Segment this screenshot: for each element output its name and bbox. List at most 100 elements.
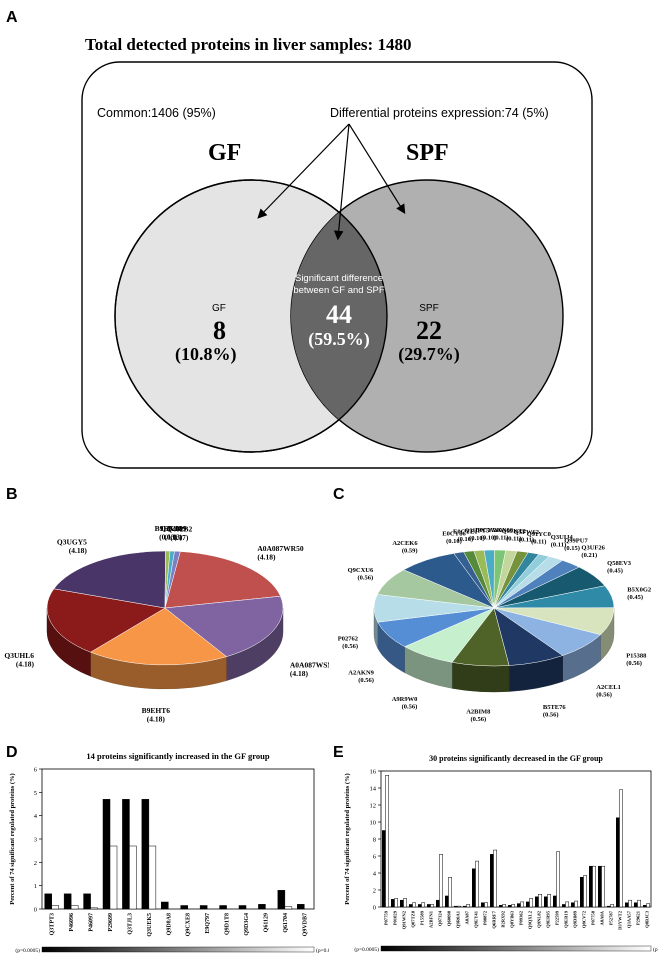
bar xyxy=(400,899,404,908)
bar xyxy=(394,898,398,908)
x-tick-label: Q3TJL3 xyxy=(127,913,133,935)
bar xyxy=(610,904,614,908)
gradient-left-label: (p=0.0005) xyxy=(15,947,40,954)
bar xyxy=(70,905,79,910)
x-tick-label: Q9R0A1 xyxy=(456,910,461,928)
bar xyxy=(466,904,470,908)
y-tick-label: 0 xyxy=(34,907,37,914)
bar xyxy=(219,905,227,910)
x-tick-label: P01029 xyxy=(393,910,398,925)
pie-slice-label: P15388 xyxy=(626,652,647,659)
chart-title: 30 proteins significantly decreased in t… xyxy=(429,754,603,763)
x-tick-label: Q3AA57 xyxy=(627,910,632,928)
gf-percent: (10.8%) xyxy=(175,344,237,365)
bar xyxy=(553,895,557,908)
bar xyxy=(589,865,593,908)
bar xyxy=(643,905,647,908)
pie-slice-value: (0.56) xyxy=(358,574,374,581)
bar xyxy=(445,895,449,908)
panel-c-pie: C Q3UPY5(0.10)E0CYW0(0.10)A2KX06(0.11)Q9… xyxy=(333,486,651,723)
bar xyxy=(141,799,150,910)
x-tick-label: Q9D1T8 xyxy=(225,913,231,935)
pie-slice-label: A2KX06 xyxy=(489,527,514,534)
plot-frame xyxy=(41,768,315,910)
x-tick-label: Q9CXE8 xyxy=(186,913,192,936)
overlap-percent: (59.5%) xyxy=(308,329,370,350)
bar xyxy=(484,902,488,908)
panel-a-venn: A Total detected proteins in liver sampl… xyxy=(6,9,593,469)
bar xyxy=(83,893,91,910)
overlap-region xyxy=(291,180,387,452)
bar xyxy=(544,896,548,908)
pie-slice-value: (0.56) xyxy=(543,712,559,719)
x-tick-label: A2BFN1 xyxy=(429,910,434,928)
arrow-to-overlap xyxy=(333,123,350,241)
bar xyxy=(427,904,431,908)
spf-small-label: SPF xyxy=(419,303,438,314)
x-tick-label: Q8BJC3 xyxy=(645,910,650,928)
bar xyxy=(44,893,52,910)
bar xyxy=(421,902,425,908)
bar xyxy=(508,905,512,908)
p-value-gradient-bar xyxy=(41,946,315,953)
pie-slice-value: (0.11) xyxy=(551,541,566,548)
bar xyxy=(430,904,434,908)
x-tick-label: P29621 xyxy=(636,910,641,925)
bar xyxy=(607,905,611,908)
pie-slice-side xyxy=(451,662,510,693)
y-tick-label: 2 xyxy=(34,860,37,867)
pie-slice-label: A0A087WR50 xyxy=(257,544,303,553)
pie-slice-label: Q99PU7 xyxy=(564,538,588,545)
pie-slice-label: B9EHT6 xyxy=(142,706,171,715)
pie-slice-value: (0.17) xyxy=(170,533,189,542)
bar xyxy=(571,902,575,908)
bar xyxy=(583,875,587,908)
y-tick-label: 1 xyxy=(34,883,37,890)
venn-title: Total detected proteins in liver samples… xyxy=(85,35,411,54)
pie-slice-label: A2CEK6 xyxy=(392,540,418,547)
overlap-desc-1: Significant difference xyxy=(295,273,383,284)
bar xyxy=(463,905,467,908)
pie-slice-label: B5TE76 xyxy=(543,704,567,711)
gf-small-label: GF xyxy=(212,303,226,314)
pie-slice-label: E0CY86 xyxy=(442,530,466,537)
x-tick-label: Q8YB63 xyxy=(510,910,515,928)
arrow-to-gf xyxy=(257,123,350,219)
pie-slice-value: (0.13) xyxy=(159,533,178,542)
pie-slice-value: (0.10) xyxy=(481,535,497,542)
pie-slice-value: (0.59) xyxy=(402,547,418,554)
pie-slice xyxy=(46,588,166,653)
pie-label-group: Q402B2(0.17)A0A087WR50(4.18)A0A087WSN6(4… xyxy=(4,524,329,723)
bar xyxy=(63,893,72,910)
panel-a-letter: A xyxy=(6,9,18,26)
pie-slice xyxy=(164,595,284,657)
panel-b-pie: B Q402B2(0.17)A0A087WR50(4.18)A0A087WSN6… xyxy=(4,486,329,723)
bar xyxy=(529,898,533,908)
panel-c-letter: C xyxy=(333,486,345,503)
pie-slice-value: (0.11) xyxy=(519,537,534,544)
bar xyxy=(538,894,542,908)
pie-slice-label: Q9JKT2 xyxy=(502,528,526,535)
bar xyxy=(493,849,497,908)
x-tick-label: P52787 xyxy=(609,910,614,925)
pie-slice-value: (0.56) xyxy=(342,643,358,650)
bar xyxy=(439,854,443,908)
x-tick-label: Q9QXL2 xyxy=(528,910,533,929)
pie-slice-value: (0.56) xyxy=(470,716,486,723)
bar xyxy=(481,902,485,908)
pie-slice-value: (0.56) xyxy=(358,677,374,684)
pie-slice-label: Q3UF26 xyxy=(581,544,605,551)
x-tick-label: Q8CV72 xyxy=(582,910,587,928)
x-tick-label: Q9D3G4 xyxy=(244,913,250,936)
pie-slice-value: (0.56) xyxy=(626,660,642,667)
bar xyxy=(90,907,98,910)
pie-slice-label: A9R9W0 xyxy=(392,696,418,703)
bar xyxy=(258,904,266,910)
bar xyxy=(511,904,515,908)
panel-e-bar-chart: E 30 proteins significantly decreased in… xyxy=(333,744,658,953)
bar xyxy=(448,877,452,908)
pie-slice-label: A0A087WSN6 xyxy=(290,661,329,670)
bar xyxy=(616,817,620,908)
pie-label-group: Q3UPY5(0.10)E0CYW0(0.10)A2KX06(0.11)Q9JK… xyxy=(338,527,651,723)
pie-slice-label: Q9CXU6 xyxy=(348,567,374,574)
